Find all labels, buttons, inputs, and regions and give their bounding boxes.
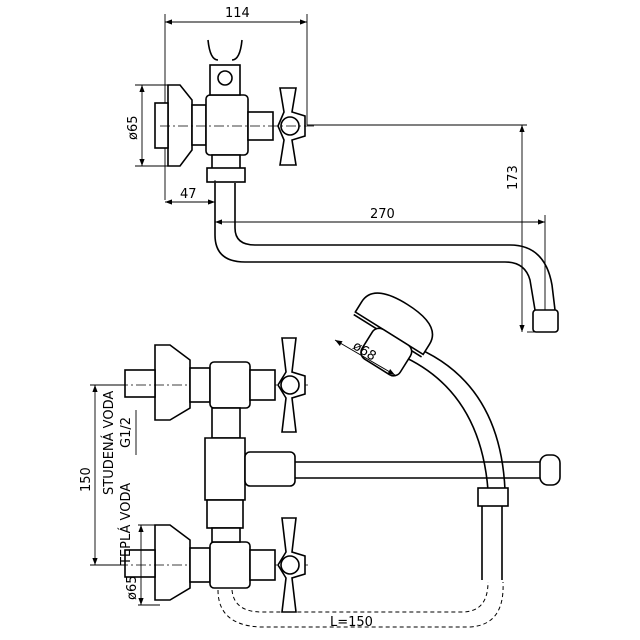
spout-arm bbox=[295, 461, 545, 479]
dim-height: 173 bbox=[506, 165, 521, 190]
label-cold-water: STUDENÁ VODA bbox=[101, 391, 117, 495]
top-view: 114 ø65 173 47 2 bbox=[126, 6, 559, 333]
shower-hose bbox=[399, 354, 489, 491]
dim-spacing: 150 bbox=[79, 467, 94, 492]
wall-plate-cold bbox=[154, 344, 191, 421]
dim-spout-length: 270 bbox=[370, 207, 395, 222]
diverter-body bbox=[204, 437, 246, 501]
dim-plate-diameter: ø65 bbox=[126, 116, 141, 141]
dim-hose-length: L=150 bbox=[330, 615, 373, 630]
spout bbox=[214, 183, 536, 311]
label-thread: G1/2 bbox=[119, 417, 134, 448]
label-hot-water: TEPLÁ VODA bbox=[118, 483, 134, 566]
valve-body-top bbox=[205, 94, 249, 156]
dim-width: 114 bbox=[225, 6, 250, 21]
dim-plate-diameter-front: ø65 bbox=[125, 576, 140, 601]
wall-plate-top bbox=[167, 84, 193, 167]
dim-offset: 47 bbox=[180, 187, 197, 202]
front-view: ø68 150 bbox=[79, 292, 561, 630]
wall-plate-hot bbox=[154, 524, 191, 601]
dim-line-shower bbox=[334, 339, 396, 376]
hose-dashed bbox=[217, 581, 504, 628]
